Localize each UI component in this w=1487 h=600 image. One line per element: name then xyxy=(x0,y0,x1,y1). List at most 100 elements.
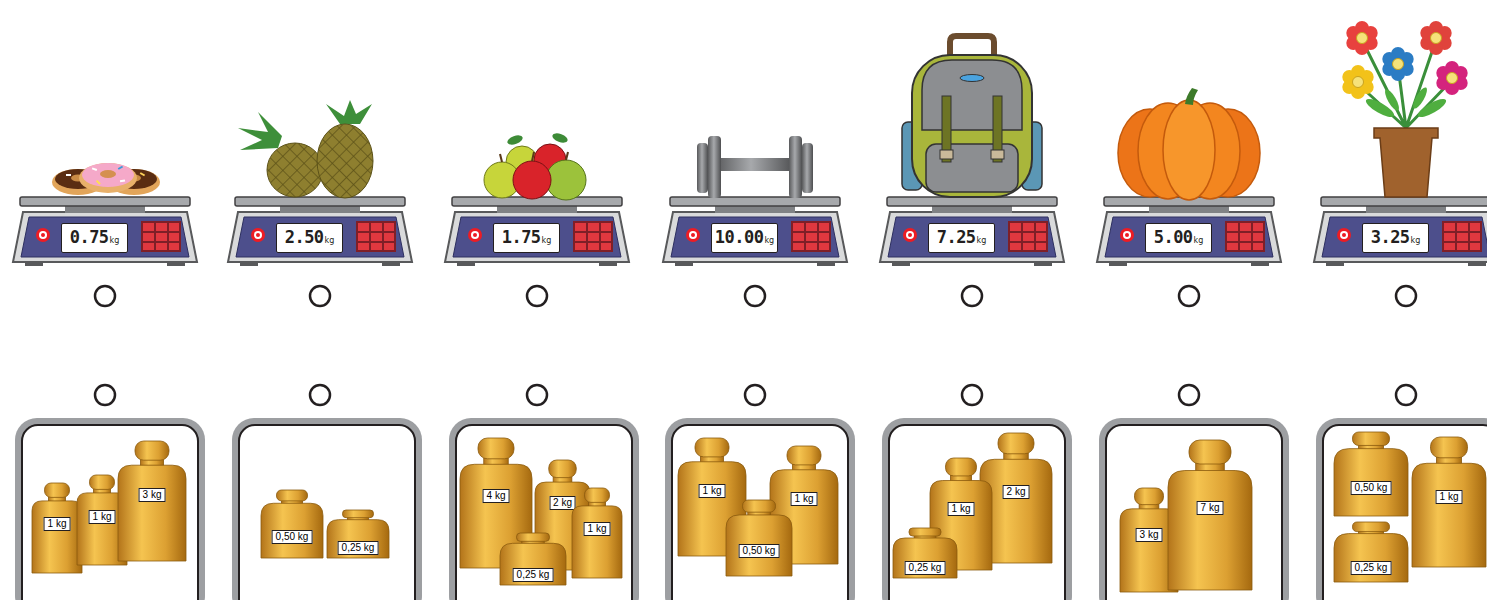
scale-display: 3.25kg xyxy=(1362,223,1429,253)
weight-piece: 1 kg xyxy=(1412,437,1486,567)
unit-label: kg xyxy=(977,236,987,245)
weight-knob xyxy=(946,458,977,476)
weight-frame xyxy=(1099,418,1289,600)
weight-label: 1 kg xyxy=(1436,490,1463,504)
weight-piece: 1 kg xyxy=(32,483,82,573)
weight-knob xyxy=(909,528,941,536)
weight-knob xyxy=(1353,432,1390,445)
weight-frame xyxy=(449,418,639,600)
weight-label: 1 kg xyxy=(948,502,975,516)
weight-piece: 0,50 kg xyxy=(261,490,323,558)
weight-frame xyxy=(1316,418,1487,600)
weight-knob xyxy=(478,438,514,459)
scale-reading: 1.75 xyxy=(502,227,541,247)
weight-piece: 7 kg xyxy=(1168,440,1252,590)
scale-display: 10.00kg xyxy=(711,223,778,253)
answer-circle xyxy=(745,286,765,306)
answer-circle xyxy=(527,385,547,405)
pineapple-illustration xyxy=(317,124,373,198)
weight-body xyxy=(261,503,323,558)
weight-piece: 1 kg xyxy=(572,488,622,578)
weight-label: 2 kg xyxy=(549,496,576,510)
answer-circle xyxy=(962,286,982,306)
weight-shape xyxy=(726,500,792,576)
scale-reading: 7.25 xyxy=(937,227,976,247)
answer-circle xyxy=(1179,286,1199,306)
weight-label: 3 kg xyxy=(139,488,166,502)
unit-label: kg xyxy=(542,236,552,245)
weight-label: 0,25 kg xyxy=(338,541,379,555)
weight-body xyxy=(1334,449,1408,516)
answer-circle xyxy=(95,286,115,306)
apple-illustration xyxy=(500,154,502,162)
scale-display: 1.75kg xyxy=(493,223,560,253)
apple-illustration xyxy=(546,160,586,200)
flower-pot-illustration xyxy=(1342,65,1373,99)
weight-knob xyxy=(1431,437,1468,458)
weight-knob xyxy=(343,510,374,518)
weight-body xyxy=(327,520,389,558)
weight-knob xyxy=(90,475,115,489)
weight-frame xyxy=(15,418,1487,600)
answer-circle xyxy=(1396,286,1416,306)
apple-illustration xyxy=(506,134,524,147)
weight-body xyxy=(1412,463,1486,567)
scale-reading: 5.00 xyxy=(1154,227,1193,247)
weight-knob xyxy=(1135,488,1164,505)
weight-body xyxy=(32,501,82,573)
weight-shape xyxy=(1334,432,1408,516)
scale-display: 0.75kg xyxy=(61,223,128,253)
weight-label: 1 kg xyxy=(584,522,611,536)
dumbbell-illustration xyxy=(697,143,708,193)
weight-knob xyxy=(585,488,610,502)
weight-piece: 0,25 kg xyxy=(893,528,957,578)
answer-circle xyxy=(745,385,765,405)
backpack-illustration xyxy=(991,150,1004,159)
weight-label: 0,50 kg xyxy=(1351,481,1392,495)
weight-label: 0,25 kg xyxy=(513,568,554,582)
dumbbell-illustration xyxy=(708,136,721,198)
weight-knob xyxy=(1189,440,1231,464)
weight-knob xyxy=(549,460,577,478)
flower-pot-illustration xyxy=(1346,21,1377,55)
weight-label: 0,25 kg xyxy=(1351,561,1392,575)
weight-body xyxy=(1168,471,1252,591)
scale xyxy=(13,197,1487,266)
scale-reading: 2.50 xyxy=(285,227,324,247)
weight-knob xyxy=(277,490,308,501)
weight-body xyxy=(726,515,792,576)
weight-piece: 0,25 kg xyxy=(1334,522,1408,582)
dumbbell-illustration xyxy=(697,136,813,198)
apple-illustration xyxy=(551,132,569,145)
flower-pot-illustration xyxy=(1411,86,1430,111)
dumbbell-illustration xyxy=(802,143,813,193)
answer-circle xyxy=(95,385,115,405)
scale-reading: 10.00 xyxy=(715,227,764,247)
scale xyxy=(1097,197,1281,266)
flower-pot-illustration xyxy=(1436,61,1467,95)
scale-display: 7.25kg xyxy=(928,223,995,253)
weight-body xyxy=(1334,534,1408,582)
donut-illustration xyxy=(96,180,101,185)
pineapple-illustration xyxy=(238,112,282,150)
weight-label: 3 kg xyxy=(1136,528,1163,542)
weight-frame xyxy=(15,418,205,600)
backpack-illustration xyxy=(960,75,984,82)
backpack-illustration xyxy=(922,60,1022,130)
answer-circle xyxy=(527,286,547,306)
weight-body xyxy=(893,538,957,578)
scale xyxy=(445,197,629,266)
scale xyxy=(663,197,847,266)
weight-label: 1 kg xyxy=(44,517,71,531)
scale xyxy=(228,197,412,266)
donut-illustration xyxy=(92,167,97,171)
apple-illustration xyxy=(532,152,534,161)
weight-knob xyxy=(45,483,70,497)
scale-reading: 0.75 xyxy=(70,227,109,247)
answer-circle xyxy=(1179,385,1199,405)
pineapple-illustration xyxy=(267,143,323,197)
weight-knob xyxy=(135,441,169,460)
weight-label: 4 kg xyxy=(483,489,510,503)
